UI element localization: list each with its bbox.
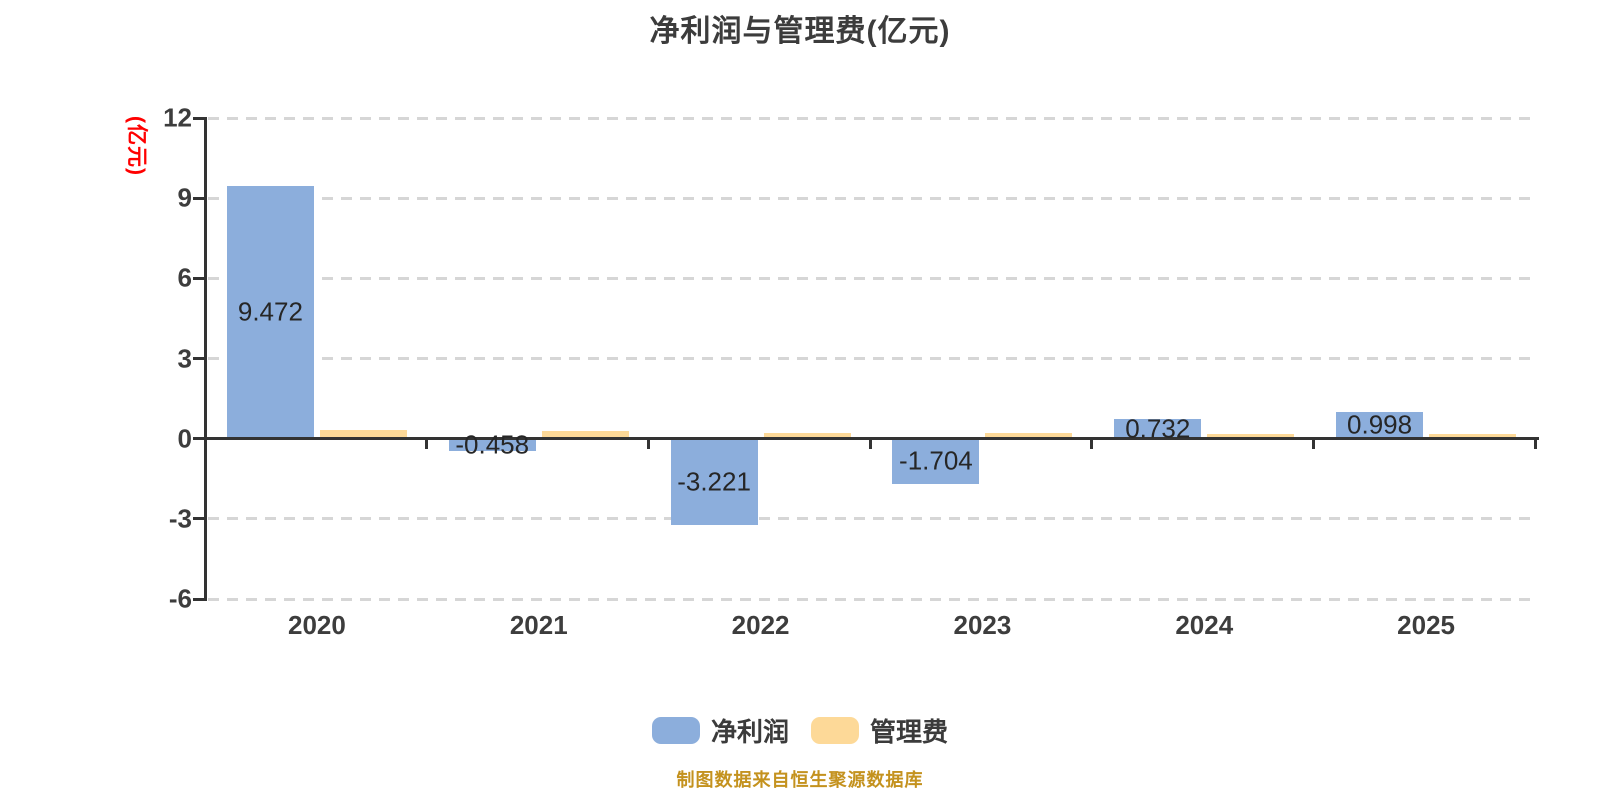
y-axis-tick — [193, 597, 206, 601]
x-axis-tick — [1312, 438, 1316, 449]
bar-净利润-2023[interactable] — [892, 438, 980, 485]
bar-管理费-2020[interactable] — [319, 430, 407, 439]
y-axis-line — [204, 117, 207, 601]
bar-管理费-2021[interactable] — [541, 431, 629, 439]
bar-管理费-2024[interactable] — [1207, 434, 1295, 439]
y-axis-tick — [193, 276, 206, 280]
y-axis-tick-label: 6 — [177, 262, 192, 293]
y-axis-tick-label: 0 — [177, 423, 192, 454]
bar-净利润-2025[interactable] — [1336, 411, 1424, 439]
bar-管理费-2022[interactable] — [763, 433, 851, 439]
gridline — [208, 276, 1537, 280]
x-axis-tick — [424, 438, 428, 449]
y-axis-tick-label: 12 — [163, 102, 192, 133]
legend-label: 净利润 — [710, 716, 789, 747]
x-axis-label-2020: 2020 — [287, 610, 346, 640]
y-axis-tick — [193, 517, 206, 521]
bar-净利润-2021[interactable] — [448, 438, 536, 451]
bar-value-label: -0.458 — [455, 429, 530, 460]
legend-swatch-icon — [811, 716, 859, 744]
x-axis-label-2022: 2022 — [731, 610, 790, 640]
y-axis-tick — [193, 196, 206, 200]
bar-净利润-2022[interactable] — [670, 438, 758, 525]
legend-item-净利润[interactable]: 净利润 — [651, 712, 789, 749]
bar-净利润-2020[interactable] — [226, 185, 314, 439]
legend-item-管理费[interactable]: 管理费 — [811, 712, 948, 749]
gridline — [208, 517, 1537, 521]
x-axis-tick — [646, 438, 650, 449]
y-axis-tick — [193, 357, 206, 360]
bar-管理费-2025[interactable] — [1429, 434, 1517, 439]
gridline — [208, 597, 1537, 601]
chart-title: 净利润与管理费(亿元) — [649, 15, 951, 48]
bar-value-label: -1.704 — [899, 445, 973, 476]
x-axis-line — [204, 437, 1539, 441]
bar-value-label: 0.998 — [1347, 409, 1413, 440]
x-axis-label-2025: 2025 — [1397, 610, 1455, 640]
gridline — [208, 196, 1537, 200]
x-axis-label-2021: 2021 — [509, 610, 568, 640]
y-axis-tick-label: 9 — [177, 182, 192, 213]
y-axis-tick — [193, 437, 206, 441]
gridline — [208, 116, 1537, 120]
bar-value-label: 9.472 — [237, 296, 303, 327]
legend-swatch-icon — [651, 716, 700, 744]
x-axis-label-2024: 2024 — [1175, 610, 1234, 640]
gridline — [208, 357, 1537, 360]
y-axis-tick-label: 3 — [177, 343, 192, 373]
legend: 净利润 管理费 — [0, 710, 1600, 750]
bar-value-label: 0.732 — [1125, 413, 1191, 444]
y-axis-tick-label: -3 — [168, 503, 192, 534]
source-note: 制图数据来自恒生聚源数据库 — [676, 770, 924, 790]
bar-value-label: -3.221 — [677, 466, 751, 497]
y-axis-tick-label: -6 — [168, 583, 192, 614]
y-axis-tick — [193, 116, 206, 120]
x-axis-tick — [868, 438, 872, 449]
x-axis-label-2023: 2023 — [953, 610, 1012, 640]
plot-area: 12 9 6 3 0 -3 -6 9.472 -0.458 -3.221 -1.704 0.732 0.… — [163, 103, 1539, 640]
x-axis-tick — [1090, 438, 1094, 449]
bar-管理费-2023[interactable] — [985, 433, 1073, 439]
x-axis-tick — [1534, 438, 1537, 449]
legend-label: 管理费 — [870, 716, 949, 747]
bar-净利润-2024[interactable] — [1114, 419, 1202, 439]
